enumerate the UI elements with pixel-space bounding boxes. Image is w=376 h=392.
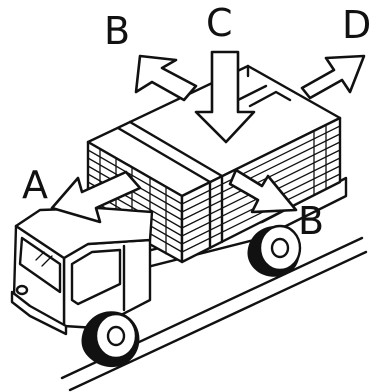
arrow-b-side-icon <box>228 168 298 214</box>
label-b-side: B <box>298 199 324 243</box>
rear-wheel <box>247 224 302 277</box>
arrow-a-icon <box>50 170 142 224</box>
label-d: D <box>342 3 371 47</box>
label-c: C <box>206 1 233 45</box>
truck-cab <box>10 206 154 336</box>
label-a: A <box>22 163 48 207</box>
load-straps <box>116 64 292 250</box>
front-wheel <box>81 311 140 368</box>
arrow-b-top-icon <box>134 54 198 102</box>
label-b-top: B <box>104 9 130 53</box>
arrow-c-icon <box>194 50 256 144</box>
arrow-d-icon <box>300 54 366 100</box>
